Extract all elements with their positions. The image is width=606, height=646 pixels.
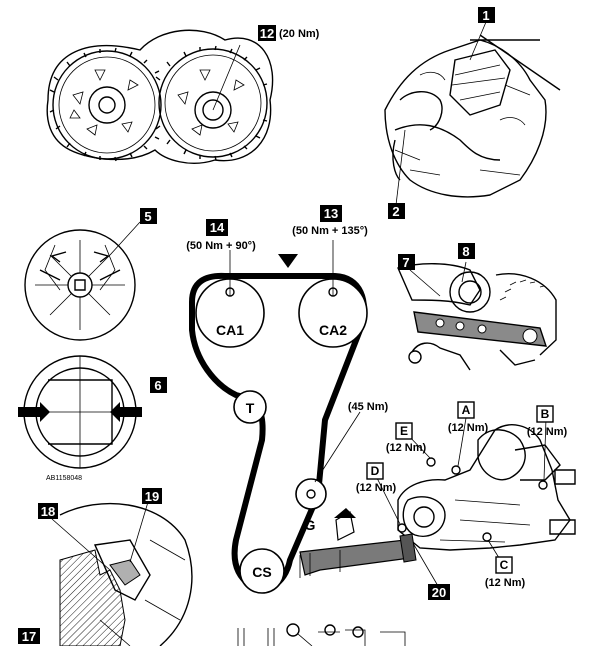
svg-text:B: B [541,407,550,421]
callout-1: 1 [478,7,495,23]
callout-6: 6 [150,377,167,393]
callout-8: 8 [458,243,475,259]
svg-text:20: 20 [432,585,446,600]
svg-text:CS: CS [252,564,271,580]
svg-text:2: 2 [392,204,399,219]
callout-17: 17 [18,628,40,644]
svg-text:A: A [462,403,471,417]
torque-14: (50 Nm + 90°) [186,240,256,252]
engine-bay-view [384,21,561,206]
right-mark-arrow-icon [110,402,142,422]
letter-e: E (12 Nm) [386,422,427,454]
pulley-crankshaft [239,548,285,594]
svg-text:CA1: CA1 [216,322,244,338]
letter-d: D (12 Nm) [356,462,397,494]
left-cam-sprocket [52,50,162,160]
torque-a: (12 Nm) [448,422,489,434]
bottom-partial-parts [237,623,406,646]
svg-text:T: T [246,400,255,416]
callout-19: 19 [142,488,162,504]
torque-12: (20 Nm) [279,28,320,40]
torque-idler: (45 Nm) [348,401,389,413]
callout-12: 12 (20 Nm) [258,25,320,41]
pulley-idler [295,478,327,510]
camshaft-sprockets-view [46,29,274,164]
callout-7: 7 [398,254,415,270]
belt-routing: CA1 CA2 T G CS [189,240,368,594]
torque-e: (12 Nm) [386,442,427,454]
coolant-housing-view [374,417,576,587]
svg-text:C: C [500,558,509,572]
torque-b: (12 Nm) [527,426,568,438]
callout-5: 5 [140,208,157,224]
crank-pulley-locking-view [24,221,141,341]
svg-text:12: 12 [260,26,274,41]
svg-text:E: E [400,424,408,438]
top-dead-center-arrow-icon [278,254,298,268]
svg-text:CA2: CA2 [319,322,347,338]
callout-2: 2 [388,203,405,219]
letter-b: B (12 Nm) [527,405,568,438]
pulley-tensioner [233,390,267,424]
callout-20: 20 [428,584,450,600]
svg-text:17: 17 [22,629,36,644]
torque-c: (12 Nm) [485,577,526,589]
svg-text:7: 7 [402,255,409,270]
svg-text:5: 5 [144,209,151,224]
svg-text:G: G [305,517,316,533]
letter-a: A (12 Nm) [448,401,489,434]
reference-code: AB1158048 [46,475,82,482]
left-mark-arrow-icon [18,402,50,422]
torque-13: (50 Nm + 135°) [292,225,368,237]
timing-marks-view: AB1158048 [18,355,142,482]
cam-locking-tool-view [397,261,557,371]
svg-text:D: D [371,464,380,478]
callout-18: 18 [38,503,58,519]
callout-14: 14 (50 Nm + 90°) [186,219,256,252]
letter-c: C (12 Nm) [485,556,526,589]
torque-tool-view [299,508,417,578]
svg-text:6: 6 [154,378,161,393]
svg-text:13: 13 [324,206,338,221]
svg-text:14: 14 [210,220,225,235]
svg-text:8: 8 [462,244,469,259]
callout-13: 13 (50 Nm + 135°) [292,205,368,237]
torque-d: (12 Nm) [356,482,397,494]
svg-text:19: 19 [145,489,159,504]
svg-text:1: 1 [482,8,489,23]
svg-text:18: 18 [41,504,55,519]
right-cam-sprocket [158,48,268,158]
crank-sprocket-detail-view [51,501,193,646]
